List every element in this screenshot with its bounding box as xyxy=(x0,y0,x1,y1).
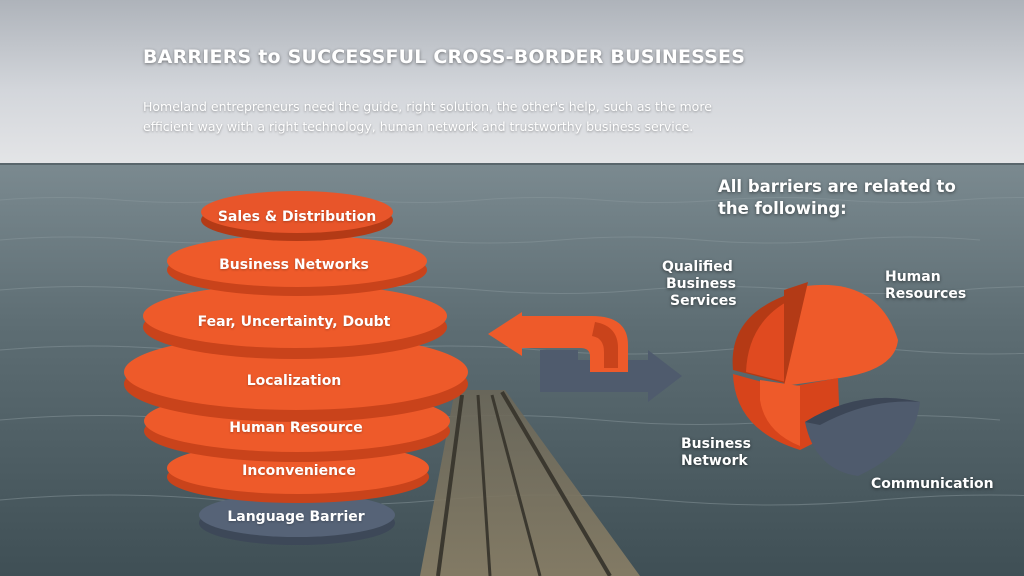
label-communication: Communication xyxy=(871,476,994,492)
label-business-network: Business Network xyxy=(681,436,751,469)
sky xyxy=(0,0,1024,165)
layer-label-language-barrier: Language Barrier xyxy=(227,509,365,525)
layer-label-sales-distribution: Sales & Distribution xyxy=(217,209,377,225)
layer-label-business-networks: Business Networks xyxy=(219,257,369,273)
pier xyxy=(420,390,640,576)
layer-label-fear-uncertainty-doubt: Fear, Uncertainty, Doubt xyxy=(197,314,391,330)
layer-business-networks xyxy=(167,235,427,296)
label-human-resources: Human Resources xyxy=(885,269,967,302)
related-sphere-diagram xyxy=(732,282,920,476)
page-title: BARRIERS to SUCCESSFUL CROSS-BORDER BUSI… xyxy=(143,46,746,68)
layer-label-localization: Localization xyxy=(246,373,342,389)
related-heading: All barriers are related to the followin… xyxy=(718,177,956,218)
layer-fear-uncertainty-doubt xyxy=(143,284,447,359)
label-qualified-business-services: Qualified Business Services xyxy=(662,259,737,309)
page-subtitle: Homeland entrepreneurs need the guide, r… xyxy=(143,99,712,134)
layer-label-human-resource: Human Resource xyxy=(229,420,363,436)
layer-language-barrier xyxy=(199,493,395,545)
layer-label-inconvenience: Inconvenience xyxy=(242,463,356,479)
layer-sales-distribution xyxy=(201,191,393,241)
cycle-arrow-icon xyxy=(488,312,682,402)
